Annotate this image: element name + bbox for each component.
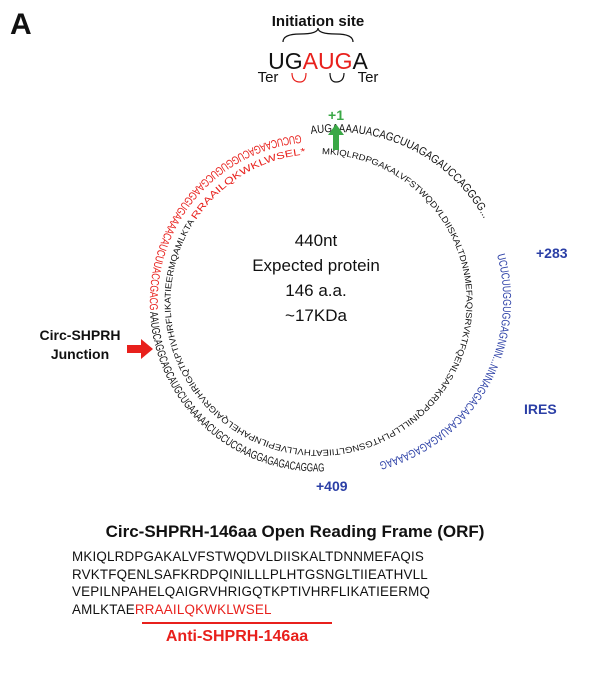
junction-label-line1: Circ-SHPRH (40, 327, 121, 343)
codon-prefix: UG (268, 48, 303, 74)
initiation-brace (282, 27, 354, 43)
initiation-site-label: Initiation site (272, 13, 365, 30)
ter-bracket-right (329, 72, 345, 83)
center-aa-count: 146 a.a. (285, 281, 346, 300)
ter-left-label: Ter (258, 69, 279, 86)
center-length: 440nt (295, 231, 338, 250)
plus409-label: +409 (316, 478, 348, 494)
inner-ring-black-peptide: MKIQLRDPGAKALVFSTWQDVLDIISKALTDNNMEFAQIS… (0, 0, 475, 458)
orf-line-2: RVKTFQENLSAFKRDPQINILLLPLHTGSNGLTIIEATHV… (72, 566, 428, 582)
ter-bracket-left (291, 72, 307, 83)
junction-arrow-icon (127, 339, 153, 359)
plus1-label: +1 (328, 107, 344, 123)
initiation-codon: UGAUGA (268, 48, 368, 74)
orf-line-3: VEPILNPAHELQAIGRVHRIGQTKPTIVHRFLIKATIEER… (72, 584, 431, 599)
junction-label-line2: Junction (51, 346, 109, 362)
orf-sequence: MKIQLRDPGAKALVFSTWQDVLDIISKALTDNNMEFAQIS… (72, 548, 430, 618)
ires-label: IRES (524, 401, 557, 417)
circ-rna-diagram: Initiation site UGAUGA Ter Ter GUCUCAAGA… (0, 0, 568, 494)
center-expected-protein: Expected protein (252, 256, 380, 275)
orf-line-1: MKIQLRDPGAKALVFSTWQDVLDIISKALTDNNMEFAQIS (72, 549, 425, 564)
codon-start: AUG (303, 48, 353, 74)
codon-suffix: A (353, 48, 369, 74)
ter-right-label: Ter (358, 69, 379, 86)
center-molecular-weight: ~17KDa (285, 306, 347, 325)
anti-underline (142, 622, 332, 624)
orf-line-4-black: AMLKTAE (72, 601, 135, 617)
start-arrow-icon (328, 124, 344, 150)
plus283-label: +283 (536, 245, 568, 261)
orf-title: Circ-SHPRH-146aa Open Reading Frame (ORF… (105, 522, 485, 541)
anti-shprh-label: Anti-SHPRH-146aa (165, 628, 309, 645)
orf-line-4: AMLKTAERRAAILQKWKLWSEL (72, 601, 430, 619)
panel-label: A (10, 8, 32, 41)
orf-line-4-red: RRAAILQKWKLWSEL (134, 601, 272, 617)
outer-ring-blue-sequence: UCUCUUGGUGGAGNNN...NNNAGGACAACAAUAGAGAGA… (378, 253, 512, 471)
